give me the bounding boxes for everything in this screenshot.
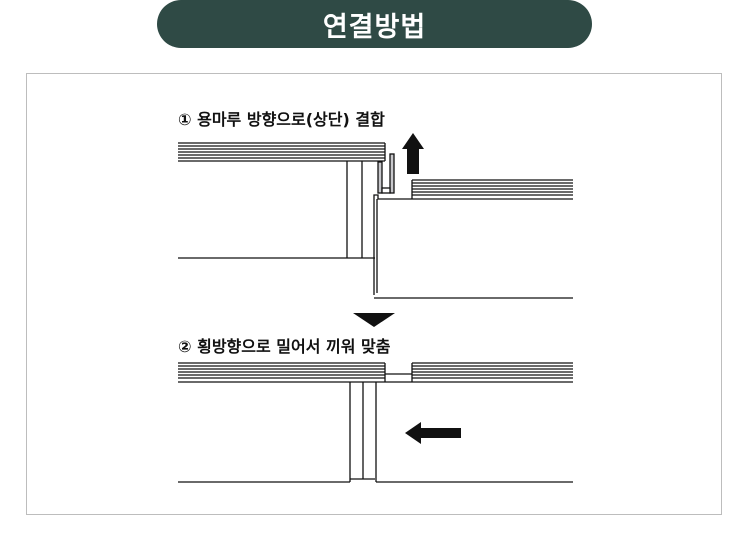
step-2-diagram bbox=[178, 362, 573, 483]
upper-board bbox=[178, 142, 386, 162]
right-board bbox=[411, 362, 573, 383]
title-text: 연결방법 bbox=[322, 11, 427, 43]
step-2-label: ② 횡방향으로 밀어서 끼워 맞춤 bbox=[178, 337, 391, 356]
title-banner: 연결방법 bbox=[157, 0, 592, 48]
left-arrow-icon bbox=[405, 422, 461, 444]
step-1-diagram bbox=[178, 133, 573, 299]
left-board bbox=[178, 362, 386, 383]
diagram-panel bbox=[26, 73, 722, 515]
step-1-label: ① 용마루 방향으로(상단) 결합 bbox=[178, 110, 385, 129]
lower-board bbox=[411, 179, 573, 200]
up-arrow-icon bbox=[402, 133, 424, 174]
down-arrow-icon bbox=[353, 313, 395, 327]
